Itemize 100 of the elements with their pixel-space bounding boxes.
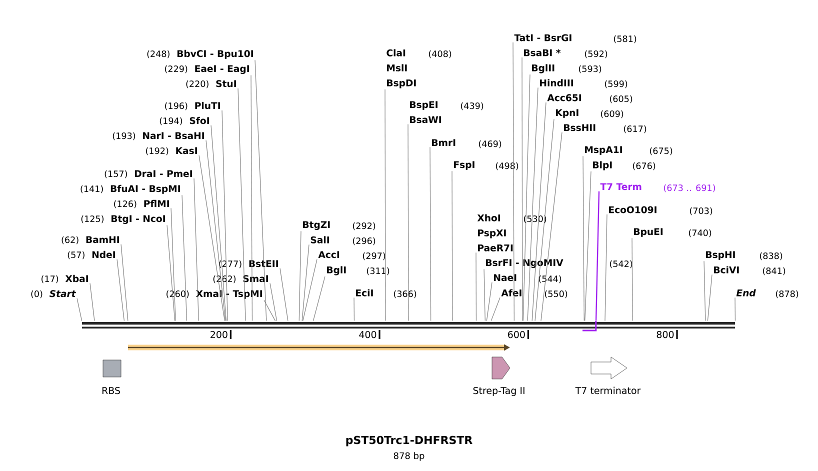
leader-line	[170, 208, 176, 322]
position-label: (297)	[362, 252, 386, 260]
site-label: EciI	[356, 289, 373, 296]
leader-line	[430, 146, 432, 322]
position-label: (544)	[538, 275, 562, 284]
leader-line	[484, 268, 486, 322]
leader-line	[532, 102, 546, 322]
position-label: (593)	[578, 65, 602, 74]
site-label: AfeI	[501, 289, 522, 296]
site-label: BmrI	[432, 139, 456, 146]
leader-line	[522, 74, 530, 322]
leader-line	[595, 191, 600, 321]
position-label: (194)	[160, 117, 182, 126]
leader-line	[250, 74, 253, 322]
site-label: TatI - BsrGI	[514, 34, 572, 42]
feature-box: RBS	[102, 360, 122, 394]
site-label: SmaI	[243, 275, 268, 282]
leader-line	[298, 230, 302, 322]
position-label: (57)	[68, 251, 84, 260]
site-label: Start	[50, 290, 76, 298]
position-label: (157)	[104, 170, 127, 178]
site-label: DraI - PmeI	[135, 170, 192, 178]
position-label: (498)	[496, 162, 518, 170]
leader-line	[210, 125, 226, 322]
leader-line	[522, 57, 523, 322]
tick-label: 600	[508, 330, 525, 338]
site-label: KpnI	[556, 109, 578, 118]
position-label: (530)	[524, 215, 546, 224]
leader-line	[512, 42, 514, 322]
site-label: BsrFI - NgoMIV	[486, 259, 564, 268]
site-label: BspEI BsaWI	[410, 101, 441, 124]
leader-line	[604, 214, 608, 322]
site-label: PflMI	[144, 200, 169, 207]
site-label: XhoI PspXI PaeR7I	[477, 214, 513, 252]
leader-line	[302, 244, 310, 322]
site-label: PluTI	[195, 102, 220, 110]
position-label: (673 .. 691)	[664, 184, 716, 192]
site-label: BbvCI - Bpu10I	[177, 50, 253, 59]
position-label: (592)	[584, 50, 608, 58]
site-label: XbaI	[65, 274, 88, 282]
site-label: T7 Term	[600, 183, 642, 190]
site-label: BssHII	[564, 124, 596, 132]
position-label: (220)	[186, 80, 208, 88]
leader-line	[707, 274, 712, 322]
leader-line	[302, 259, 318, 322]
site-label: BtgZI	[303, 221, 330, 230]
position-label: (605)	[610, 95, 632, 104]
leader-line	[76, 298, 82, 322]
sequence-length: 878 bp	[394, 452, 424, 461]
position-label: (617)	[624, 125, 646, 134]
tick-label: 400	[359, 330, 376, 338]
leader-line	[632, 238, 633, 322]
node-label: Strep-Tag II	[473, 386, 524, 396]
position-label: (0)	[31, 290, 42, 298]
position-label: (469)	[478, 140, 502, 148]
site-label: MspA1I	[585, 146, 622, 155]
leader-line	[182, 194, 188, 322]
site-label: NdeI	[92, 250, 115, 258]
position-label: (366)	[394, 290, 416, 298]
site-label: SfoI	[190, 116, 209, 124]
position-label: (599)	[604, 80, 628, 88]
position-label: (542)	[610, 260, 632, 268]
leader-line	[254, 60, 267, 322]
leader-line	[270, 283, 278, 322]
position-label: (193)	[112, 132, 136, 140]
site-label: End	[736, 289, 756, 296]
leader-line	[582, 156, 584, 322]
leader-line	[116, 259, 124, 322]
leader-line	[194, 178, 199, 322]
leader-line	[280, 268, 288, 322]
site-label: StuI	[216, 80, 236, 88]
position-label: (262)	[213, 275, 236, 284]
leader-line	[198, 155, 225, 322]
leader-line	[490, 297, 500, 322]
feature-glyph: T7 terminator	[575, 356, 641, 394]
site-label: BspHI	[706, 251, 735, 260]
position-label: (17)	[42, 275, 58, 284]
position-label: (296)	[352, 237, 376, 246]
position-label: (675)	[650, 147, 672, 156]
tick-label: 200	[210, 330, 228, 338]
site-label: BfuAI - BspMI	[110, 184, 180, 194]
site-label: ClaI MslI BspDI	[386, 49, 416, 88]
site-label: HindIII	[540, 79, 573, 86]
position-label: (703)	[690, 207, 712, 216]
site-label: NarI - BsaHI	[143, 132, 204, 140]
site-label: BlpI	[593, 161, 612, 170]
leader-line	[206, 140, 226, 322]
site-label: BglI	[327, 266, 346, 276]
site-label: BglII	[532, 64, 554, 74]
position-label: (196)	[165, 102, 188, 110]
position-label: (126)	[114, 200, 136, 208]
site-label: AccI	[318, 251, 340, 258]
site-label: BamHI	[86, 236, 119, 244]
position-label: (439)	[460, 102, 484, 110]
position-label: (878)	[776, 290, 798, 298]
node-label: T7 terminator	[575, 386, 641, 394]
leader-line	[540, 132, 562, 322]
position-label: (311)	[366, 267, 390, 276]
leader-line	[222, 110, 228, 322]
leader-line	[384, 89, 386, 322]
